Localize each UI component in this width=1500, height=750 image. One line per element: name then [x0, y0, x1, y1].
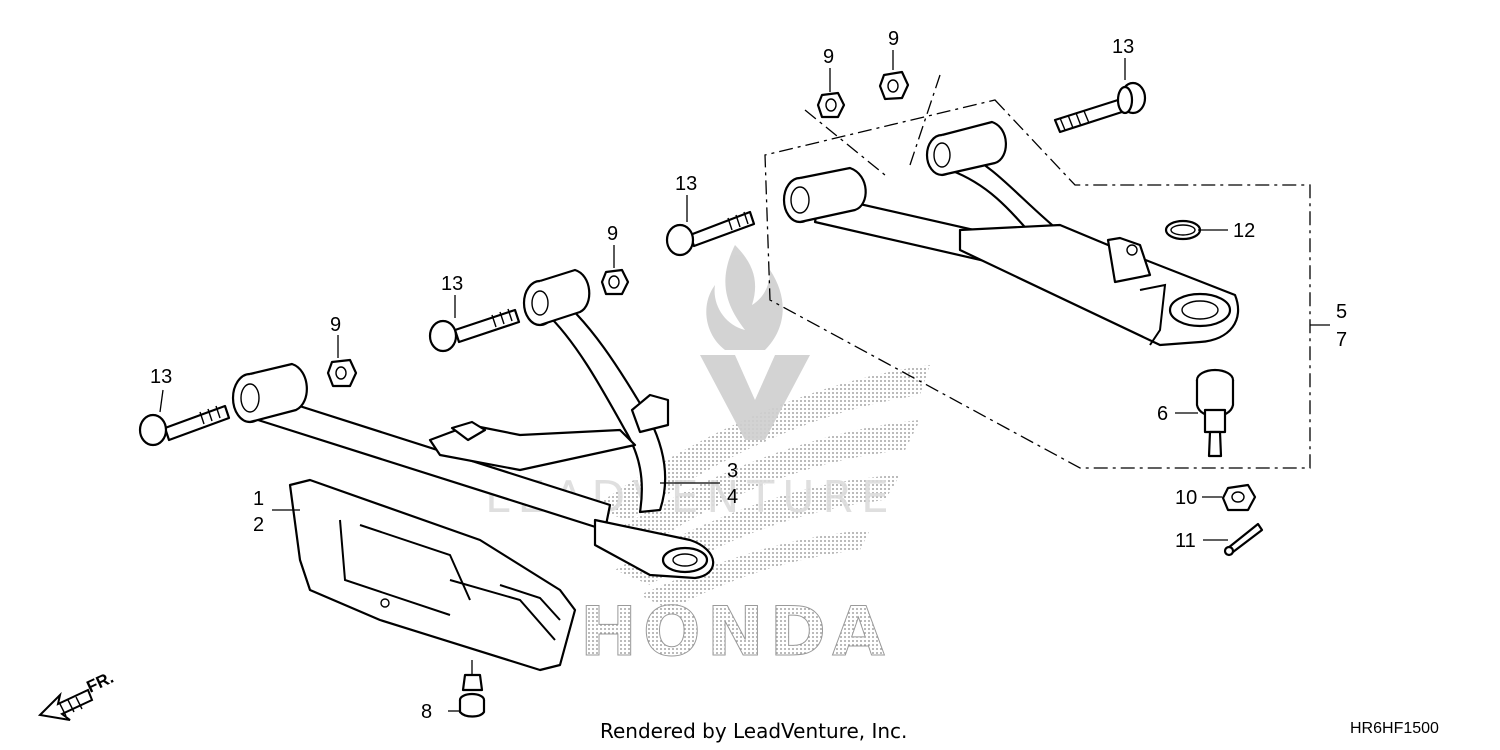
cotter-pin-11	[1223, 522, 1264, 557]
snap-ring-12	[1164, 219, 1202, 241]
callout-13-d: 13	[150, 366, 172, 388]
callout-3: 3	[727, 460, 738, 482]
footer-credit: Rendered by LeadVenture, Inc.	[600, 719, 907, 743]
castle-nut-10	[1221, 483, 1257, 512]
callout-6: 6	[1157, 403, 1168, 425]
nut-9-c	[600, 268, 630, 296]
callout-10: 10	[1175, 487, 1197, 509]
callout-12: 12	[1233, 220, 1255, 242]
screw-8	[458, 660, 486, 718]
callout-13-b: 13	[675, 173, 697, 195]
callout-2: 2	[253, 514, 264, 536]
callout-4: 4	[727, 486, 738, 508]
lower-arm-assembly	[231, 268, 715, 580]
callout-labels: 1 2 3 4 5 7 6 8 9 9 9 9 10 11 12 13 13 1…	[150, 28, 1347, 723]
nut-guide-line	[804, 109, 886, 176]
callout-9-b: 9	[888, 28, 899, 50]
skid-plate	[288, 478, 577, 672]
callout-8: 8	[421, 701, 432, 723]
upper-arm-assembly	[764, 99, 1311, 469]
honda-brand-watermark: HONDA	[580, 593, 891, 672]
front-direction-arrow: FR.	[37, 668, 117, 721]
bolt-13-left	[138, 404, 231, 447]
bolt-13-top	[1053, 81, 1147, 134]
nut-9-a	[816, 91, 846, 119]
callout-5: 5	[1336, 301, 1347, 323]
callout-13-c: 13	[441, 273, 463, 295]
ball-joint-6	[1195, 368, 1235, 458]
bolt-13-upper-mid	[665, 210, 756, 257]
nut-guide-line	[909, 74, 941, 166]
callout-1: 1	[253, 488, 264, 510]
callout-9-c: 9	[607, 223, 618, 245]
leader-lines	[159, 50, 1330, 712]
callout-11: 11	[1175, 530, 1196, 552]
nut-9-d	[326, 358, 358, 388]
bolt-13-lower-mid	[428, 308, 521, 353]
callout-9-d: 9	[330, 314, 341, 336]
nut-9-b	[878, 70, 910, 101]
callout-7: 7	[1336, 329, 1347, 351]
callout-13-a: 13	[1112, 36, 1134, 58]
diagram-code: HR6HF1500	[1350, 720, 1439, 737]
callout-9-a: 9	[823, 46, 834, 68]
